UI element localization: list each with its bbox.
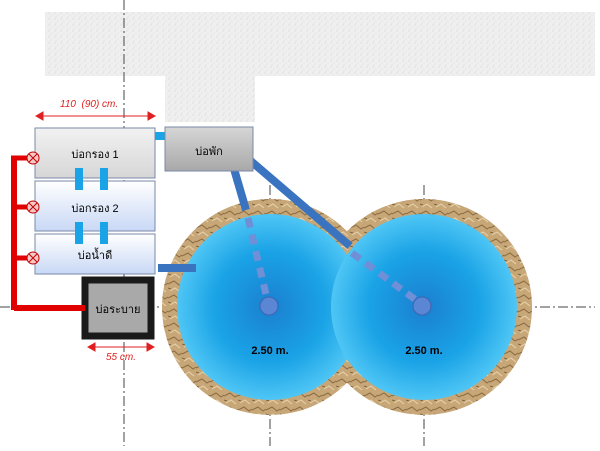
tank-filter-2 <box>34 180 156 232</box>
pipe-rest-to-pond-right <box>235 146 353 250</box>
pond-right-label: 2.50 m. <box>405 345 443 357</box>
link-f2-clean-a <box>75 222 83 244</box>
tank-drain-label: บ่อระบาย <box>95 304 141 316</box>
pond-left-drain <box>259 296 279 316</box>
drain-dimension-label: 55 cm. <box>106 352 137 363</box>
valve-icon <box>26 251 40 265</box>
dimension-arrow-width <box>34 111 157 121</box>
tank-filter-1-label: บ่อกรอง 1 <box>71 149 119 161</box>
pond-left-label: 2.50 m. <box>251 345 289 357</box>
link-f1-f2-a <box>75 168 83 190</box>
pond-right-drain <box>412 296 432 316</box>
pond-right-pipe-dashed <box>349 250 423 306</box>
dimension-arrow-drain <box>86 342 156 352</box>
tank-filter-2-label: บ่อกรอง 2 <box>71 203 119 215</box>
connector-filter1-rest <box>150 132 168 140</box>
link-f1-f2-b <box>100 168 108 190</box>
concrete-slab-top <box>45 12 595 76</box>
tank-rest <box>164 126 254 172</box>
tank-rest-label: บ่อพัก <box>195 146 223 158</box>
tank-clean-water-label: บ่อน้ำดี <box>77 250 113 262</box>
valve-icon <box>26 151 40 165</box>
tank-clean-water <box>34 233 156 275</box>
width-dimension-label: 110 (90) cm. <box>60 99 119 110</box>
pond-left-pipe-dashed <box>244 217 272 304</box>
concrete-slab-stem <box>165 76 255 122</box>
valve-icon <box>26 200 40 214</box>
link-f2-clean-b <box>100 222 108 244</box>
